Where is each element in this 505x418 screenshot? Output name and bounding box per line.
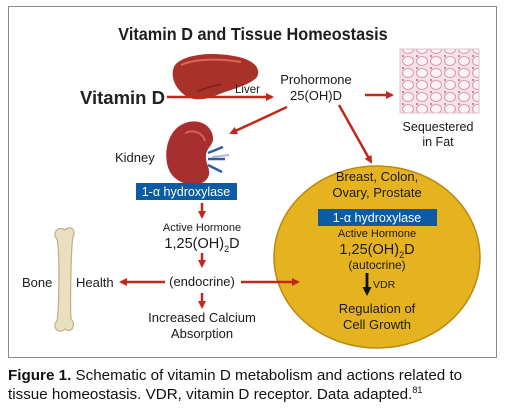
bone-label: Bone — [22, 275, 52, 290]
prohormone-25ohd: 25(OH)D — [290, 88, 342, 103]
kidney-label: Kidney — [115, 150, 155, 165]
sequestered-label: Sequestered — [403, 120, 474, 134]
tissue-hydroxylase-box — [318, 209, 437, 226]
increased-calcium-label: Increased Calcium — [148, 310, 256, 325]
tissue-hormone-formula: 1,25(OH)2D — [339, 242, 414, 260]
health-label: Health — [76, 275, 114, 290]
active-hormone-label: Active Hormone — [163, 222, 241, 234]
tissues-line1: Breast, Colon, — [336, 169, 418, 184]
regulation-label: Regulation of — [339, 301, 416, 316]
endocrine-label: (endocrine) — [169, 274, 235, 289]
figure-caption: Figure 1. Schematic of vitamin D metabol… — [8, 366, 500, 404]
caption-reference: 81 — [412, 385, 423, 395]
figure-frame: Vitamin D and Tissue Homeostasis Liver V… — [8, 6, 497, 358]
fat-cells-icon — [399, 48, 480, 114]
absorption-label: Absorption — [171, 326, 233, 341]
bone-icon — [54, 227, 75, 332]
caption-text: Schematic of vitamin D metabolism and ac… — [8, 367, 463, 403]
tissue-hydroxylase-label: 1-α hydroxylase — [333, 211, 422, 225]
tissue-active-hormone-label: Active Hormone — [338, 228, 416, 240]
cell-growth-label: Cell Growth — [343, 317, 411, 332]
active-hormone-formula: 1,25(OH)2D — [164, 236, 239, 254]
diagram-title: Vitamin D and Tissue Homeostasis — [118, 24, 387, 44]
liver-label: Liver — [235, 84, 260, 96]
autocrine-label: (autocrine) — [348, 258, 405, 272]
caption-label: Figure 1. — [8, 367, 72, 384]
liver-icon — [172, 53, 259, 100]
metabolism-diagram: Vitamin D and Tissue Homeostasis Liver V… — [22, 24, 481, 349]
in-fat-label: in Fat — [422, 135, 454, 149]
tissues-line2: Ovary, Prostate — [332, 185, 421, 200]
arrow-to-tissues — [337, 104, 373, 164]
kidney-hydroxylase-box — [136, 183, 237, 200]
arrow-to-kidney — [229, 105, 288, 135]
kidney-hydroxylase-label: 1-α hydroxylase — [142, 185, 231, 199]
vdr-label: VDR — [373, 279, 396, 291]
kidney-icon — [166, 121, 230, 185]
vitamin-d-label: Vitamin D — [80, 87, 165, 108]
prohormone-label: Prohormone — [280, 72, 352, 87]
